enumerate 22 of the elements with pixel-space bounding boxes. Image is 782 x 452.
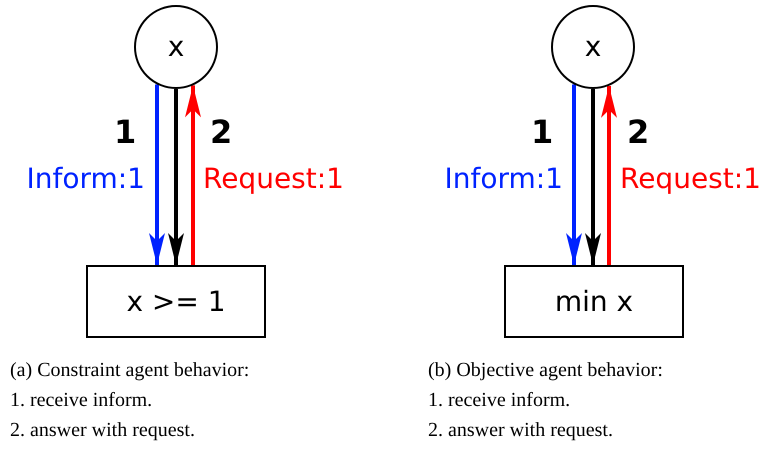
caption-text: (b) Objective agent behavior: [428, 358, 663, 383]
arrow [601, 86, 617, 265]
edge-label: Request:1 [203, 161, 344, 197]
arrow [149, 84, 165, 265]
edge-label: Inform:1 [444, 161, 563, 197]
step-number: 2 [210, 112, 232, 153]
edge-label: Request:1 [620, 161, 761, 197]
arrow [168, 89, 184, 265]
caption-text: 1. receive inform. [428, 388, 570, 413]
edge-label: Inform:1 [26, 161, 145, 197]
caption-text: 1. receive inform. [10, 388, 152, 413]
caption-text: (a) Constraint agent behavior: [10, 358, 250, 383]
step-number: 2 [627, 112, 650, 153]
arrow [566, 84, 582, 265]
caption-text: 2. answer with request. [428, 418, 613, 443]
arrow [585, 89, 601, 265]
step-number: 1 [114, 112, 136, 153]
caption-text: 2. answer with request. [10, 418, 195, 443]
constraint-box: min x [504, 265, 684, 338]
step-number: 1 [531, 112, 554, 153]
arrow [185, 85, 201, 265]
constraint-box: x >= 1 [86, 265, 266, 338]
